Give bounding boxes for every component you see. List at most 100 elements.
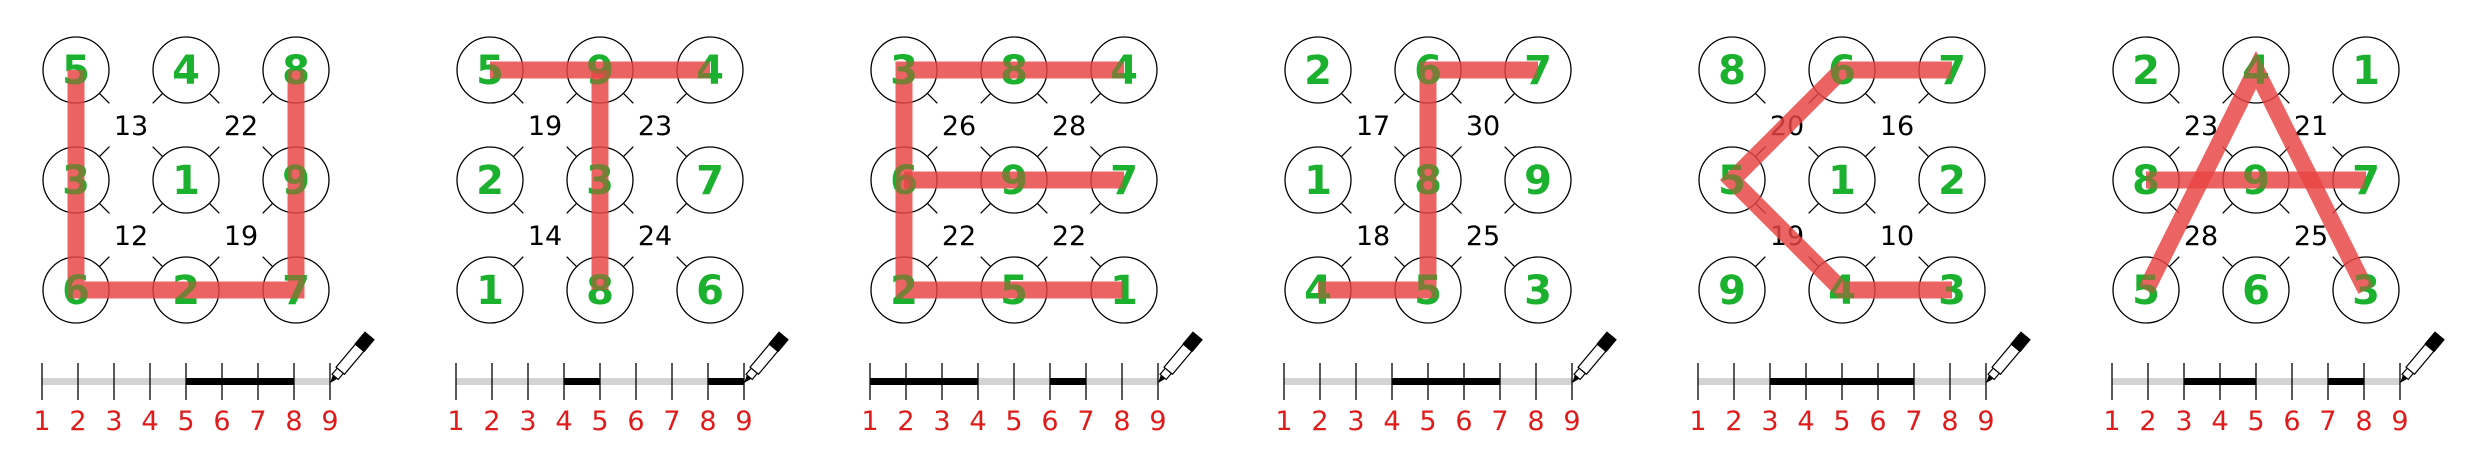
cell-digit: 2 [1304,48,1332,94]
ruler-label: 8 [1527,406,1544,437]
cell-digit: 5 [1718,158,1746,204]
ruler-label: 8 [1113,406,1130,437]
cell-digit: 6 [1414,48,1442,94]
cell-circle [2112,36,2180,104]
sum-pointer-tick [512,146,524,158]
sum-pointer-tick [98,256,110,268]
cell-digit: 2 [476,158,504,204]
solution-path-overlay [67,70,305,299]
cell-circle [1698,36,1766,104]
ruler-label: 6 [1869,406,1886,437]
cell-digit: 9 [1524,158,1552,204]
cell-circle [1504,146,1572,214]
cell-digit: 8 [282,48,310,94]
sum-pointer-tick [2332,146,2344,158]
ruler-label: 7 [2319,406,2336,437]
sum-pointer-tick [1918,256,1930,268]
cell-circle [2332,36,2400,104]
diagonal-sum: 21 [2294,111,2328,142]
cell-digit: 4 [2242,48,2270,94]
ruler-label: 3 [1761,406,1778,437]
cell-digit: 2 [890,268,918,314]
sum-pointer-tick [2332,256,2344,268]
diagonal-sum: 24 [638,221,672,252]
solution-path-overlay [2138,50,2374,294]
sum-pointer-tick [1864,202,1876,214]
cell-digit: 7 [1524,48,1552,94]
ruler-label: 8 [699,406,716,437]
cell-circle [456,146,524,214]
sum-pointer-tick [676,92,688,104]
cell-circle [1698,256,1766,324]
sum-pointer-tick [152,202,164,214]
ruler-label: 8 [2355,406,2372,437]
ruler-label: 5 [1833,406,1850,437]
cell-digit: 5 [1414,268,1442,314]
diagonal-sum: 13 [114,111,148,142]
diagonal-sum: 18 [1356,221,1390,252]
ruler-label: 5 [177,406,194,437]
sum-pointer-tick [926,202,938,214]
sum-pointer-tick [1036,256,1048,268]
ruler-label: 3 [933,406,950,437]
pencil-icon [1986,331,2031,383]
cell-digit: 1 [476,268,504,314]
cell-digit: 9 [2242,158,2270,204]
cell-digit: 9 [1718,268,1746,314]
ruler-segment [870,378,978,385]
sum-pointer-tick [1450,146,1462,158]
diagonal-sum: 25 [1466,221,1500,252]
cell-circle [676,256,744,324]
pencil-icon [1158,331,1203,383]
ruler-segment [1050,378,1086,385]
pencil-icon [2400,331,2445,383]
ruler-label: 2 [897,406,914,437]
ruler-label: 2 [69,406,86,437]
ruler-segment [2328,378,2364,385]
sum-pointer-tick [1090,202,1102,214]
sum-pointer-tick [1090,146,1102,158]
sum-pointer-tick [622,92,634,104]
sum-pointer-tick [2222,92,2234,104]
ruler-segment [708,378,744,385]
cell-circle [2222,36,2290,104]
sum-pointer-tick [98,92,110,104]
cell-circle [676,146,744,214]
ruler-label: 6 [627,406,644,437]
cell-circle [2222,256,2290,324]
sum-pointer-tick [1504,256,1516,268]
sum-pointer-tick [1340,202,1352,214]
sum-pointer-tick [566,256,578,268]
cell-digit: 7 [282,268,310,314]
ruler-label: 9 [1563,406,1580,437]
sum-pointer-tick [1864,146,1876,158]
cell-digit: 3 [1524,268,1552,314]
sum-pointer-tick [2332,92,2344,104]
sum-pointer-tick [926,146,938,158]
sum-pointer-tick [1394,92,1406,104]
sum-pointer-tick [98,202,110,214]
cell-circle [1504,256,1572,324]
cell-digit: 3 [586,158,614,204]
cell-digit: 7 [2352,158,2380,204]
cell-circle [1284,36,1352,104]
sum-pointer-tick [1340,146,1352,158]
ruler-label: 9 [321,406,338,437]
ruler-label: 2 [483,406,500,437]
diagonal-sum: 22 [224,111,258,142]
ruler-label: 5 [1005,406,1022,437]
sum-pointer-tick [512,256,524,268]
diagonal-sum: 10 [1880,221,1914,252]
sum-pointer-tick [262,146,274,158]
sum-pointer-tick [1394,256,1406,268]
sum-pointer-tick [566,92,578,104]
cell-digit: 6 [2242,268,2270,314]
sum-pointer-tick [2168,146,2180,158]
ruler-label: 1 [33,406,50,437]
sum-pointer-tick [622,256,634,268]
